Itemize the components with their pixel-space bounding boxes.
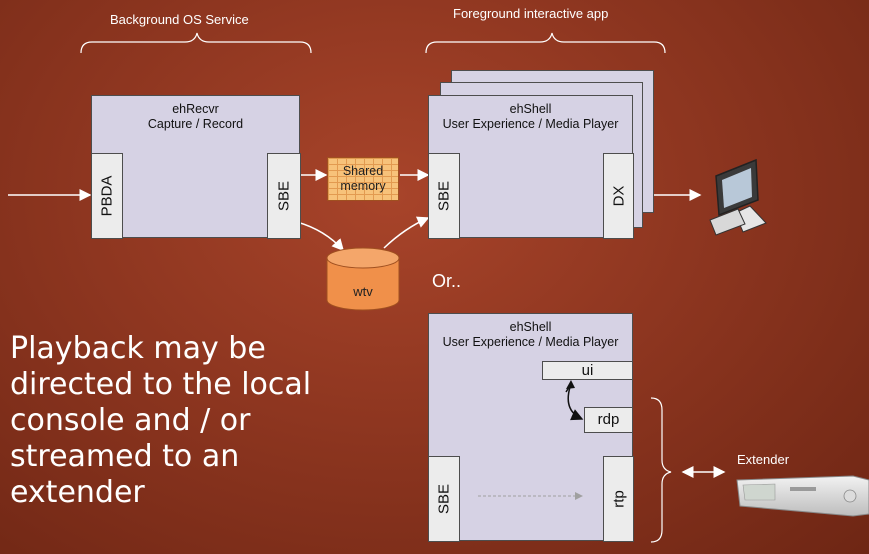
sbe-to-wtv-arrow [296, 221, 345, 252]
wtv-to-sbe-arrow [383, 216, 430, 249]
foreground-app-label: Foreground interactive app [453, 6, 609, 21]
rtp-port: rtp [603, 456, 634, 542]
ui-block: ui [542, 361, 633, 380]
ehshell-bottom-sbe-port: SBE [428, 456, 460, 542]
ehshell-bottom-box: ehShell User Experience / Media Player u… [428, 313, 634, 542]
playback-description: Playback may be directed to the local co… [10, 331, 312, 510]
ehrecvr-title: ehRecvr Capture / Record [147, 102, 244, 131]
ehshell-top-sbe-port: SBE [428, 153, 460, 239]
background-service-label: Background OS Service [110, 12, 249, 27]
or-label: Or.. [432, 271, 462, 291]
ehshell-top-title: ehShell User Experience / Media Player [442, 102, 619, 131]
ehrecvr-box: ehRecvr Capture / Record PBDA SBE [91, 95, 301, 239]
rdp-block: rdp [584, 407, 633, 433]
brace-extender [650, 397, 672, 543]
brace-background [80, 32, 312, 54]
extender-label: Extender [737, 452, 790, 467]
ehshell-bottom-title: ehShell User Experience / Media Player [442, 320, 619, 349]
shared-memory-block: Shared memory [327, 157, 399, 201]
brace-foreground [425, 32, 666, 54]
ehshell-top-box: ehShell User Experience / Media Player S… [428, 95, 634, 239]
dx-port: DX [603, 153, 634, 239]
ehrecvr-sbe-port: SBE [267, 153, 301, 239]
wtv-label: wtv [353, 284, 373, 299]
pbda-port: PBDA [91, 153, 123, 239]
